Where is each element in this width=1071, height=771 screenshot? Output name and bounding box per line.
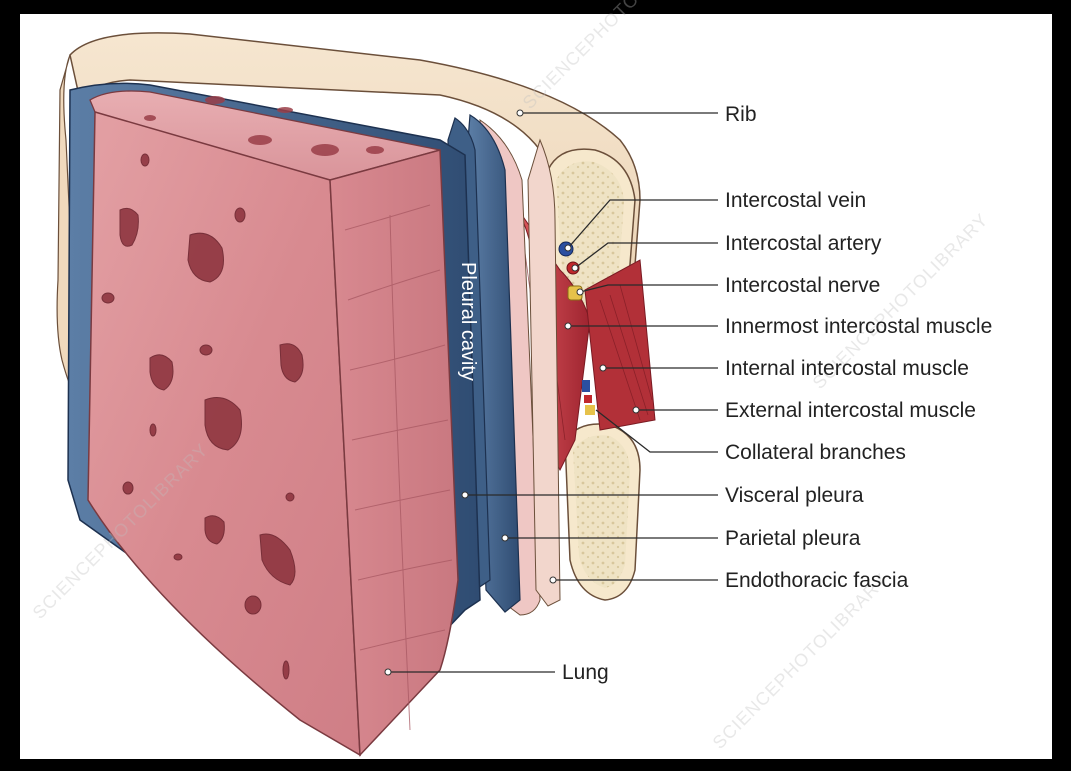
label-rib: Rib <box>725 103 757 126</box>
label-innermost-intercostal-muscle: Innermost intercostal muscle <box>725 315 992 338</box>
label-collateral-branches: Collateral branches <box>725 441 906 464</box>
label-parietal-pleura: Parietal pleura <box>725 527 861 550</box>
label-lung: Lung <box>562 661 609 684</box>
label-intercostal-vein: Intercostal vein <box>725 189 866 212</box>
label-intercostal-nerve: Intercostal nerve <box>725 274 880 297</box>
label-endothoracic-fascia: Endothoracic fascia <box>725 569 909 592</box>
label-internal-intercostal-muscle: Internal intercostal muscle <box>725 357 969 380</box>
rib-lower-section <box>565 424 640 600</box>
label-visceral-pleura: Visceral pleura <box>725 484 864 507</box>
label-intercostal-artery: Intercostal artery <box>725 232 882 255</box>
label-external-intercostal-muscle: External intercostal muscle <box>725 399 976 422</box>
pleural-cavity-label: Pleural cavity <box>457 262 479 381</box>
